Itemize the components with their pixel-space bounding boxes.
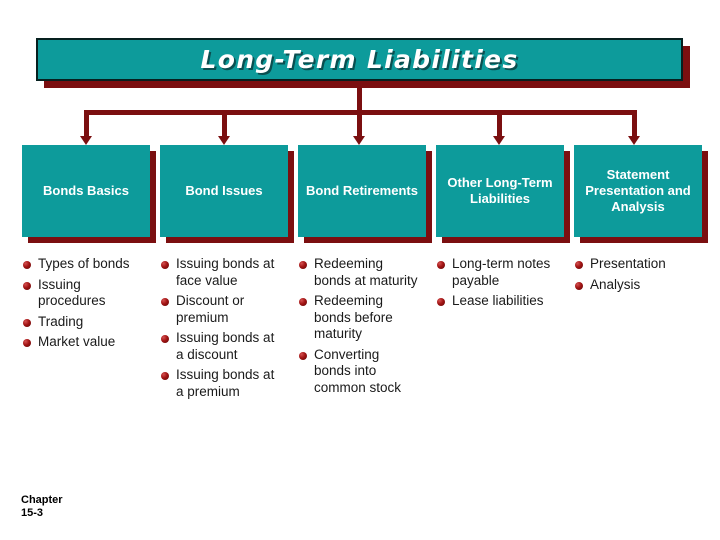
list-item[interactable]: Issuing procedures [23,277,143,310]
column-header-label: Bond Issues [185,183,263,198]
connector-arrow-1 [80,136,92,145]
column-header-bonds-basics[interactable]: Bonds Basics [22,145,150,237]
bullet-dot-icon [23,281,31,290]
bullet-dot-icon [575,281,583,290]
list-item[interactable]: Issuing bonds at face value [161,256,283,289]
list-item-label: Analysis [590,276,641,292]
chapter-footer-line-1: Chapter [21,494,63,506]
bullet-dot-icon [161,372,169,380]
bullet-dot-icon [437,298,445,306]
bullet-dot-icon [23,318,31,327]
column-header-label: Bond Retirements [306,183,418,198]
bullet-dot-icon [161,298,169,306]
bullet-dot-icon [23,261,31,269]
column-header-statement-presentation-and-analysis[interactable]: Statement Presentation and Analysis [574,145,702,237]
bullet-list-statement-presentation-and-analysis: Presentation Analysis [575,256,703,297]
list-item-label: Lease liabilities [452,293,544,308]
column-header-label: Statement Presentation and Analysis [585,167,691,214]
bullet-dot-icon [161,335,169,343]
list-item-label: Long-term notes payable [452,256,551,288]
list-item[interactable]: Issuing bonds at a premium [161,367,283,400]
bullet-dot-icon [299,351,307,360]
list-item[interactable]: Trading [23,314,143,331]
list-item[interactable]: Converting bonds into common stock [299,347,419,397]
connector-drop-2 [222,110,227,138]
connector-arrow-4 [493,136,505,145]
connector-trunk-vertical [357,88,362,115]
list-item-label: Issuing procedures [38,276,106,309]
connector-drop-4 [497,110,502,138]
connector-drop-3 [357,110,362,138]
connector-arrow-2 [218,136,230,145]
list-item[interactable]: Discount or premium [161,293,283,326]
list-item[interactable]: Presentation [575,256,703,273]
list-item[interactable]: Lease liabilities [437,293,559,310]
connector-drop-1 [84,110,89,138]
list-item-label: Types of bonds [38,256,130,271]
column-header-label: Bonds Basics [43,183,129,198]
bullet-dot-icon [299,298,307,306]
connector-arrow-3 [353,136,365,145]
list-item-label: Issuing bonds at a premium [176,367,275,399]
column-header-bond-issues[interactable]: Bond Issues [160,145,288,237]
bullet-dot-icon [437,261,445,269]
list-item[interactable]: Long-term notes payable [437,256,559,289]
list-item-label: Redeeming bonds at maturity [314,256,418,288]
list-item-label: Discount or premium [176,293,245,325]
column-header-bond-retirements[interactable]: Bond Retirements [298,145,426,237]
bullet-list-bonds-basics: Types of bonds Issuing procedures Tradin… [23,256,143,355]
connector-arrow-5 [628,136,640,145]
list-item[interactable]: Types of bonds [23,256,143,273]
bullet-dot-icon [299,261,307,269]
list-item-label: Redeeming bonds before maturity [314,293,393,341]
bullet-dot-icon [161,261,169,269]
connector-drop-5 [632,110,637,138]
bullet-dot-icon [575,261,583,269]
list-item[interactable]: Issuing bonds at a discount [161,330,283,363]
chapter-footer-line-2: 15-3 [21,507,44,519]
bullet-dot-icon [23,339,31,347]
list-item-label: Issuing bonds at face value [176,256,275,288]
list-item-label: Trading [38,313,84,329]
list-item[interactable]: Redeeming bonds at maturity [299,256,419,289]
bullet-list-bond-issues: Issuing bonds at face value Discount or … [161,256,283,404]
list-item-label: Presentation [590,256,666,271]
list-item-label: Market value [38,334,116,349]
bullet-list-other-long-term-liabilities: Long-term notes payable Lease liabilitie… [437,256,559,314]
chapter-footer: Chapter 15-3 [21,494,63,520]
title-banner: Long-Term Liabilities [36,38,683,81]
list-item[interactable]: Analysis [575,277,703,294]
column-header-other-long-term-liabilities[interactable]: Other Long-Term Liabilities [436,145,564,237]
list-item[interactable]: Market value [23,334,143,351]
list-item-label: Converting bonds into common stock [314,346,402,395]
page-title: Long-Term Liabilities [200,45,519,74]
column-header-label: Other Long-Term Liabilities [447,175,553,206]
bullet-list-bond-retirements: Redeeming bonds at maturity Redeeming bo… [299,256,419,400]
list-item-label: Issuing bonds at a discount [176,330,275,362]
list-item[interactable]: Redeeming bonds before maturity [299,293,419,343]
